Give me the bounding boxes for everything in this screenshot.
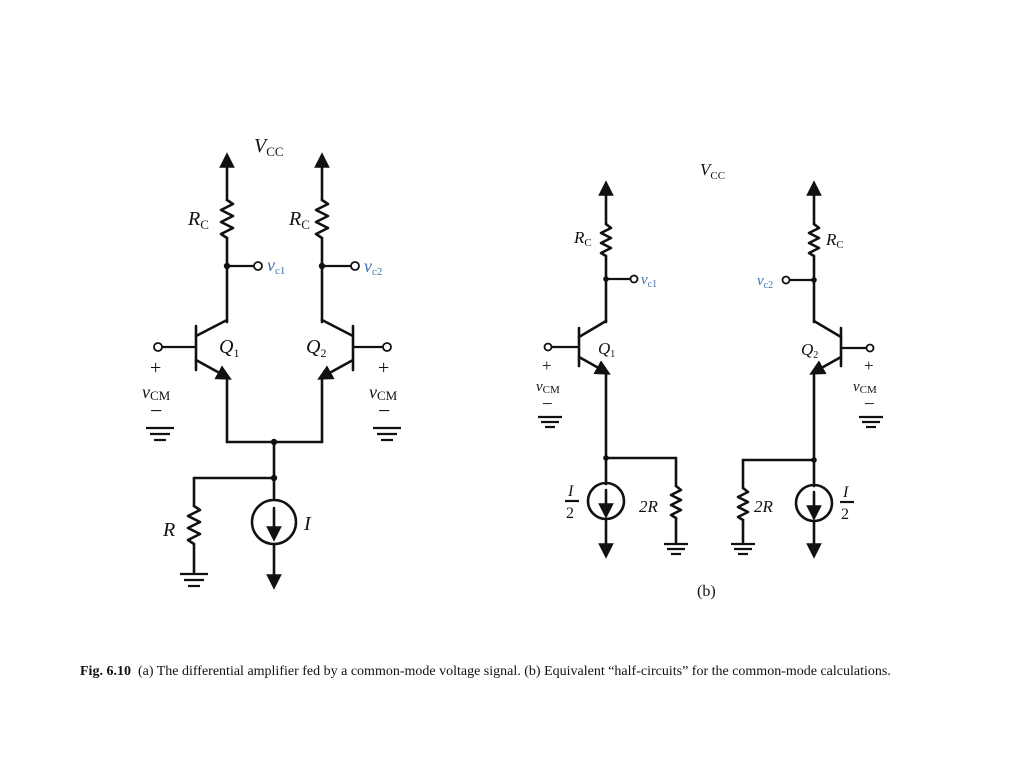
transistor-q2-b	[809, 319, 875, 462]
q2-label-b: Q2	[801, 340, 818, 361]
vcm-label-right-a: vCM	[369, 382, 398, 403]
q1-label-a: Q1	[219, 336, 239, 360]
rc-label-right-b: RC	[825, 230, 844, 251]
svg-text:I: I	[842, 484, 849, 501]
half-i-label-right-b: I 2	[840, 484, 854, 523]
ground-symbol-vcm-right-b	[859, 415, 883, 429]
rc-resistor-left-a	[219, 198, 235, 240]
part-b-circuit: VCC RC vc1 Q1 + vCM −	[536, 160, 883, 600]
transistor-q1-b	[543, 319, 611, 460]
two-r-label-left-b: 2R	[639, 497, 659, 516]
transistor-q1-a	[153, 318, 232, 444]
half-i-label-left-b: I 2	[565, 483, 579, 522]
ground-symbol-vcm-left-a	[146, 426, 174, 442]
r-label-a: R	[162, 519, 175, 541]
ground-symbol-two-r-left-b	[664, 542, 688, 556]
transistor-q2-a	[317, 318, 392, 444]
vc1-terminal-a	[253, 261, 263, 271]
rc-resistor-right-b	[807, 222, 821, 258]
vc1-terminal-b	[629, 274, 639, 284]
minus-sign-left-a: −	[150, 398, 162, 423]
vcc-label-b: VCC	[700, 160, 725, 182]
vc1-label-a: vc1	[267, 255, 285, 277]
rc-resistor-left-b	[599, 222, 613, 258]
plus-sign-right-b: +	[864, 356, 874, 375]
rc-label-left-b: RC	[573, 228, 592, 249]
caption-text: (a) The differential amplifier fed by a …	[137, 664, 891, 679]
plus-sign-left-b: +	[542, 356, 552, 375]
i-label-a: I	[303, 513, 312, 535]
minus-sign-left-b: −	[542, 394, 553, 415]
vc2-label-a: vc2	[364, 256, 382, 278]
ground-symbol-two-r-right-b	[731, 542, 755, 556]
vc1-label-b: vc1	[641, 272, 657, 290]
figure-number: Fig. 6.10	[80, 664, 131, 679]
panel-label-b: (b)	[697, 583, 716, 600]
q1-label-b: Q1	[598, 339, 615, 360]
vcm-label-left-b: vCM	[536, 379, 560, 396]
q2-label-a: Q2	[306, 336, 326, 360]
figure-caption: Fig. 6.10 (a) The differential amplifier…	[80, 662, 940, 681]
vcm-label-right-b: vCM	[853, 379, 877, 396]
minus-sign-right-a: −	[378, 398, 390, 423]
two-r-resistor-left-b	[669, 484, 683, 520]
svg-text:2: 2	[566, 505, 574, 522]
vcm-label-left-a: vCM	[142, 382, 171, 403]
rc-resistor-right-a	[314, 198, 330, 240]
vc2-label-b: vc2	[757, 273, 773, 291]
rc-label-left-a: RC	[187, 208, 209, 232]
svg-text:I: I	[567, 483, 574, 500]
ground-symbol-vcm-right-a	[373, 426, 401, 442]
minus-sign-right-b: −	[864, 394, 875, 415]
ground-symbol-r-a	[180, 572, 208, 588]
plus-sign-right-a: +	[378, 357, 389, 379]
svg-text:2: 2	[841, 506, 849, 523]
r-resistor-a	[186, 504, 202, 546]
plus-sign-left-a: +	[150, 357, 161, 379]
part-a-circuit: VCC RC vc1 RC vc2 Q1	[142, 135, 401, 590]
ground-symbol-vcm-left-b	[538, 415, 562, 429]
two-r-label-right-b: 2R	[754, 497, 774, 516]
rc-label-right-a: RC	[288, 208, 310, 232]
vc2-terminal-a	[350, 261, 360, 271]
two-r-resistor-right-b	[736, 486, 750, 522]
vc2-terminal-b	[781, 275, 791, 285]
vcc-label-a: VCC	[254, 135, 284, 159]
